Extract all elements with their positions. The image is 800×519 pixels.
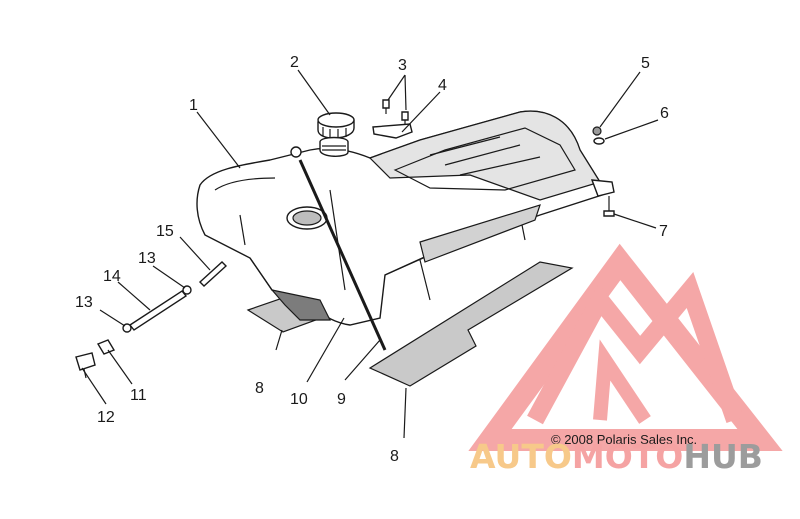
fuel-tank-body: [196, 110, 615, 326]
fuel-line-assembly: [75, 261, 228, 379]
callout-13-left: 13: [75, 294, 93, 311]
callout-8-left: 8: [255, 380, 264, 397]
leader-lines: [81, 69, 659, 439]
mount-tab: [590, 179, 615, 197]
copyright-text: © 2008 Polaris Sales Inc.: [551, 432, 697, 447]
callout-14: 14: [103, 268, 121, 285]
watermark-triangle: [468, 243, 783, 451]
callout-4: 4: [438, 77, 447, 94]
vent-fitting: [290, 146, 302, 158]
watermark-part-moto: MOTO: [572, 437, 683, 476]
callout-13-right: 13: [138, 250, 156, 267]
washer: [593, 137, 605, 145]
screw-pair: [382, 99, 409, 126]
watermark-part-hub: HUB: [683, 437, 763, 476]
nut: [592, 126, 602, 136]
callout-12: 12: [97, 409, 115, 426]
bolt: [603, 210, 615, 217]
sender-rod: [298, 159, 387, 351]
callout-11: 11: [130, 387, 147, 404]
callout-3: 3: [398, 57, 407, 74]
watermark-m-stroke: [527, 271, 744, 425]
callout-15: 15: [156, 223, 174, 240]
heat-shield-pad-right: [368, 261, 574, 387]
callout-8-right: 8: [390, 448, 399, 465]
callout-1: 1: [189, 97, 198, 114]
watermark-part-auto: AUTO: [470, 437, 572, 476]
watermark-g-stroke: [593, 339, 651, 424]
callout-labels: 1 2 3 4 5 6 7 8 8 9 10 11 12 13 13 14 15: [75, 54, 669, 465]
callout-9: 9: [337, 391, 346, 408]
callout-7: 7: [659, 223, 668, 240]
fuel-cap: [317, 112, 355, 157]
retainer-bracket: [372, 123, 413, 139]
callout-2: 2: [290, 54, 299, 71]
callout-6: 6: [660, 105, 669, 122]
callout-5: 5: [641, 55, 650, 72]
callout-10: 10: [290, 391, 308, 408]
watermark-text: AUTOMOTOHUB: [470, 437, 763, 476]
watermark-logo-icon: [468, 243, 783, 451]
